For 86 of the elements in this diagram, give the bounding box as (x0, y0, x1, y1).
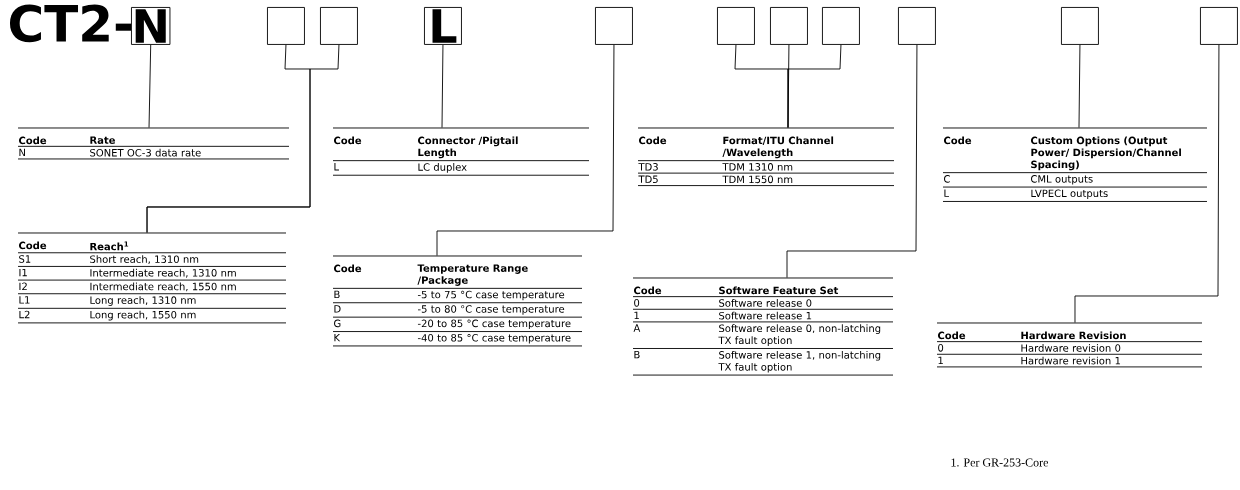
table-text: Software release 0, non-latching TX fault option (718, 324, 881, 347)
column-heading: Code (633, 286, 662, 295)
table-text: L2 (19, 310, 30, 319)
table-text: 1 (634, 311, 639, 319)
column-heading: Custom Options (Output Power/ Dispersion/Channel Spacing) (1030, 136, 1181, 171)
table-text: A (633, 324, 641, 332)
connector-line (441, 44, 444, 128)
column-heading: Code (638, 136, 667, 145)
code-box (267, 7, 305, 45)
table-text: B (634, 350, 640, 359)
table-text: -5 to 80 °C case temperature (417, 305, 565, 315)
code-table (332, 255, 583, 347)
table-text: LC duplex (418, 163, 467, 173)
table-text: I2 (19, 282, 27, 290)
code-box (595, 7, 633, 45)
table-text: Intermediate reach, 1550 nm (90, 282, 236, 292)
table-text: Hardware revision 1 (1021, 356, 1121, 365)
connector-line (1074, 44, 1220, 323)
column-heading: Hardware Revision (1021, 331, 1126, 340)
table-text: LVPECL outputs (1031, 189, 1108, 199)
table-text: K (334, 334, 341, 342)
code-table (332, 127, 590, 176)
column-heading: Connector /Pigtail Length (417, 136, 518, 159)
connector-line (786, 44, 918, 278)
connector-line (436, 44, 615, 256)
column-heading: Software Feature Set (719, 286, 839, 295)
table-text: Intermediate reach, 1310 nm (90, 268, 236, 278)
code-table (942, 127, 1208, 202)
table-text: G (334, 319, 341, 328)
code-box (1200, 7, 1238, 45)
table-text: C (944, 175, 950, 183)
column-heading: Code (943, 136, 972, 145)
table-text: SONET OC-3 data rate (90, 148, 201, 157)
table-text: N (19, 148, 25, 157)
column-heading: Code (333, 264, 362, 273)
code-box (898, 7, 936, 45)
part-number-prefix: CT2- (9, 4, 132, 43)
table-text: Software release 1, non-latching TX fault option (718, 350, 881, 373)
table-text: Long reach, 1550 nm (90, 310, 196, 321)
column-heading: Format/ITU Channel /Wavelength (722, 136, 834, 159)
table-text: L1 (19, 296, 30, 304)
column-heading: Code (333, 136, 362, 145)
table-text: Software release 1 (719, 311, 812, 320)
code-box (320, 7, 358, 45)
table-text: Long reach, 1310 nm (90, 296, 196, 306)
table-text: S1 (19, 255, 31, 263)
table-text: 0 (634, 299, 640, 307)
code-box (822, 7, 860, 45)
code-table (637, 127, 895, 187)
table-text: L (944, 189, 949, 197)
code-box (770, 7, 808, 45)
code-box (717, 7, 755, 45)
table-text: -40 to 85 °C case temperature (417, 334, 571, 344)
code-box (1061, 7, 1099, 45)
code-table (936, 322, 1203, 368)
table-text: -20 to 85 °C case temperature (417, 319, 571, 330)
column-heading: Code (937, 331, 966, 340)
code-table (17, 232, 287, 324)
column-heading: Code (18, 136, 47, 145)
table-text: TD3 (638, 163, 658, 171)
column-heading: Temperature Range /Package (417, 264, 528, 286)
connector-line (787, 44, 842, 128)
table-text: 1 (938, 356, 943, 364)
code-table (632, 277, 894, 376)
table-text: TD5 (638, 175, 658, 183)
connector-line (148, 44, 152, 128)
column-heading: Code (18, 241, 47, 250)
table-text: TDM 1310 nm (722, 163, 793, 171)
table-text: D (334, 305, 341, 313)
footnote: 1. Per GR-253-Core (951, 458, 1048, 467)
table-text: B (334, 290, 340, 299)
code-box: N (131, 7, 171, 45)
column-heading: Reach$^{1}$ (90, 241, 129, 251)
table-text: L (334, 163, 339, 171)
table-text: I1 (19, 268, 27, 277)
column-heading: Rate (90, 136, 115, 144)
table-text: -5 to 75 °C case temperature (417, 290, 565, 301)
code-table (17, 127, 290, 160)
table-text: TDM 1550 nm (722, 175, 793, 184)
table-text: Short reach, 1310 nm (90, 255, 199, 264)
table-text: CML outputs (1031, 175, 1093, 185)
table-text: Software release 0 (719, 299, 812, 307)
code-box: L (424, 7, 462, 45)
table-text: Hardware revision 0 (1021, 344, 1121, 352)
connector-line (1078, 44, 1081, 128)
table-text: 0 (938, 344, 944, 352)
